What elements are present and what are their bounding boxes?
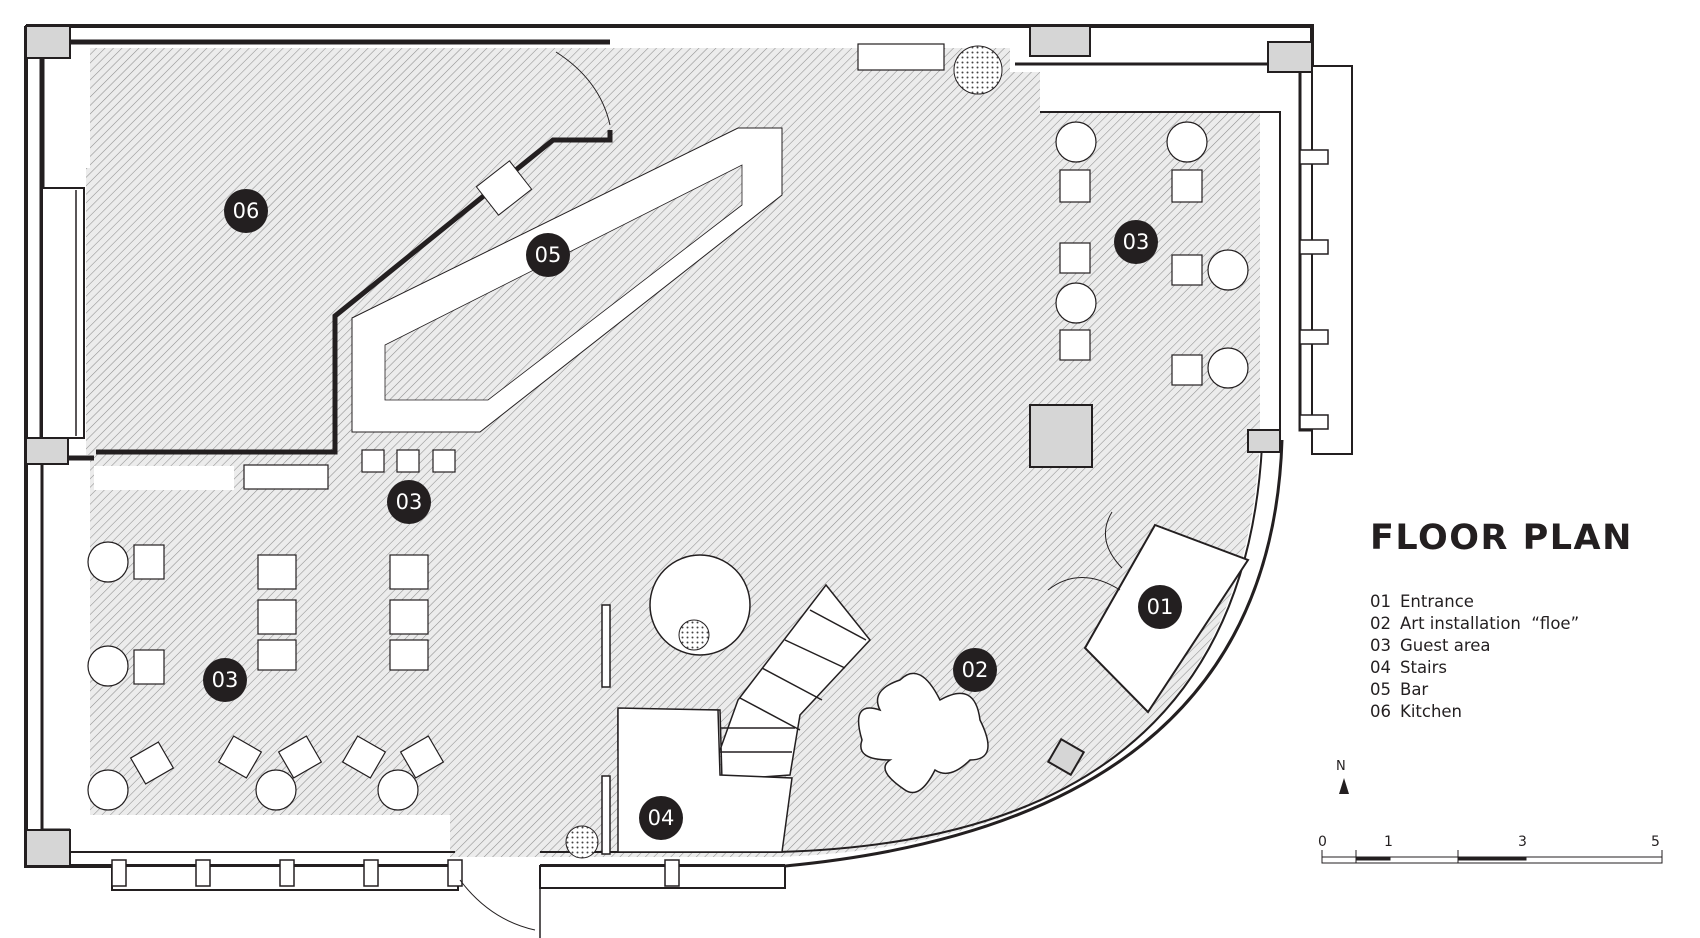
marker-01 (1138, 585, 1182, 629)
marker-03-east (1114, 220, 1158, 264)
kitchen-partition (96, 130, 613, 455)
marker-04 (639, 796, 683, 840)
marker-01-label: 01 (1147, 595, 1174, 619)
west-window (41, 187, 85, 439)
marker-03-center (387, 480, 431, 524)
scale-tick: 0 (1318, 834, 1327, 850)
scale-tick: 1 (1384, 834, 1393, 850)
room-markers: 01 02 03 03 03 04 05 06 (203, 189, 1182, 840)
north-label: N (1336, 759, 1346, 774)
plan-title: FLOOR PLAN (1370, 518, 1633, 558)
marker-06 (224, 189, 268, 233)
structural-columns (25, 25, 1313, 867)
marker-03-west (203, 658, 247, 702)
marker-03-east-label: 03 (1123, 230, 1150, 254)
upper-tables (1029, 121, 1249, 468)
lower-tables (87, 541, 445, 811)
marker-05 (526, 233, 570, 277)
marker-04-label: 04 (648, 806, 675, 830)
north-arrow (1339, 778, 1349, 794)
marker-03-west-label: 03 (212, 668, 239, 692)
scale-tick: 5 (1651, 834, 1660, 850)
scale-tick: 3 (1518, 834, 1527, 850)
curved-glazing (784, 439, 1284, 868)
marker-06-label: 06 (233, 199, 260, 223)
marker-03-center-label: 03 (396, 490, 423, 514)
kitchen-floor (86, 48, 600, 455)
marker-05-label: 05 (535, 243, 562, 267)
round-table (649, 554, 751, 656)
marker-02 (953, 648, 997, 692)
marker-02-label: 02 (962, 658, 989, 682)
aisle-strip (94, 466, 234, 490)
scale-bar (1321, 850, 1663, 864)
east-window (1311, 65, 1353, 455)
floe-installation (857, 672, 989, 794)
bar-counter-inner (384, 164, 743, 401)
kitchen-sink (475, 160, 533, 216)
